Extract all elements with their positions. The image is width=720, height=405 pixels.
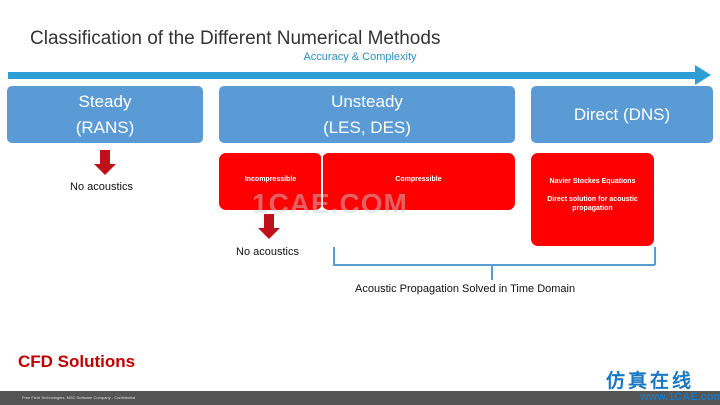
category-box-steady: Steady (RANS) <box>7 86 203 143</box>
accuracy-arrow-bar <box>8 72 698 79</box>
category-steady-title: Steady <box>78 91 132 111</box>
footer-text: Free Field Technologies, MSC Software Co… <box>22 395 136 400</box>
category-box-unsteady: Unsteady (LES, DES) <box>219 86 515 143</box>
slide-title: Classification of the Different Numerica… <box>30 28 441 49</box>
category-unsteady-sub: (LES, DES) <box>323 117 411 137</box>
down-arrow-incompressible-icon <box>258 228 280 239</box>
down-arrow-rans-shaft <box>100 150 110 164</box>
bracket-right-end <box>654 247 656 265</box>
dns-direct-solution-label: Direct solution for acoustic propagation <box>547 196 638 212</box>
category-box-direct: Direct (DNS) <box>531 86 713 143</box>
down-arrow-rans-icon <box>94 164 116 175</box>
no-acoustics-rans: No acoustics <box>70 181 133 193</box>
category-unsteady-title: Unsteady <box>331 91 403 111</box>
category-steady-sub: (RANS) <box>75 117 135 137</box>
footer-bar <box>0 391 720 405</box>
bracket-center-tick <box>491 264 493 280</box>
bracket-left-end <box>333 247 335 265</box>
watermark-text: 1CAE.COM <box>252 188 408 219</box>
accuracy-arrow-head-icon <box>695 65 711 85</box>
axis-label: Accuracy & Complexity <box>303 51 417 63</box>
no-acoustics-incompressible: No acoustics <box>236 246 299 258</box>
time-domain-label: Acoustic Propagation Solved in Time Doma… <box>355 283 576 295</box>
subbox-incompressible: Incompressible <box>219 153 322 210</box>
subbox-compressible: Compressible <box>322 153 515 210</box>
cfd-solutions-heading: CFD Solutions <box>18 352 136 371</box>
subbox-divider <box>321 153 323 210</box>
bracket-horizontal <box>333 264 655 266</box>
category-direct-title: Direct (DNS) <box>573 104 671 124</box>
dns-equations-label: Navier Stockes Equations <box>549 178 636 185</box>
down-arrow-incompressible-shaft <box>264 214 274 228</box>
subbox-dns: Navier Stockes Equations Direct solution… <box>531 153 654 246</box>
site-logo-cn: 仿真在线 <box>606 370 695 392</box>
compressible-label: Compressible <box>395 176 442 183</box>
incompressible-label: Incompressible <box>244 176 297 183</box>
site-logo-url: www.1CAE.com <box>640 391 720 403</box>
